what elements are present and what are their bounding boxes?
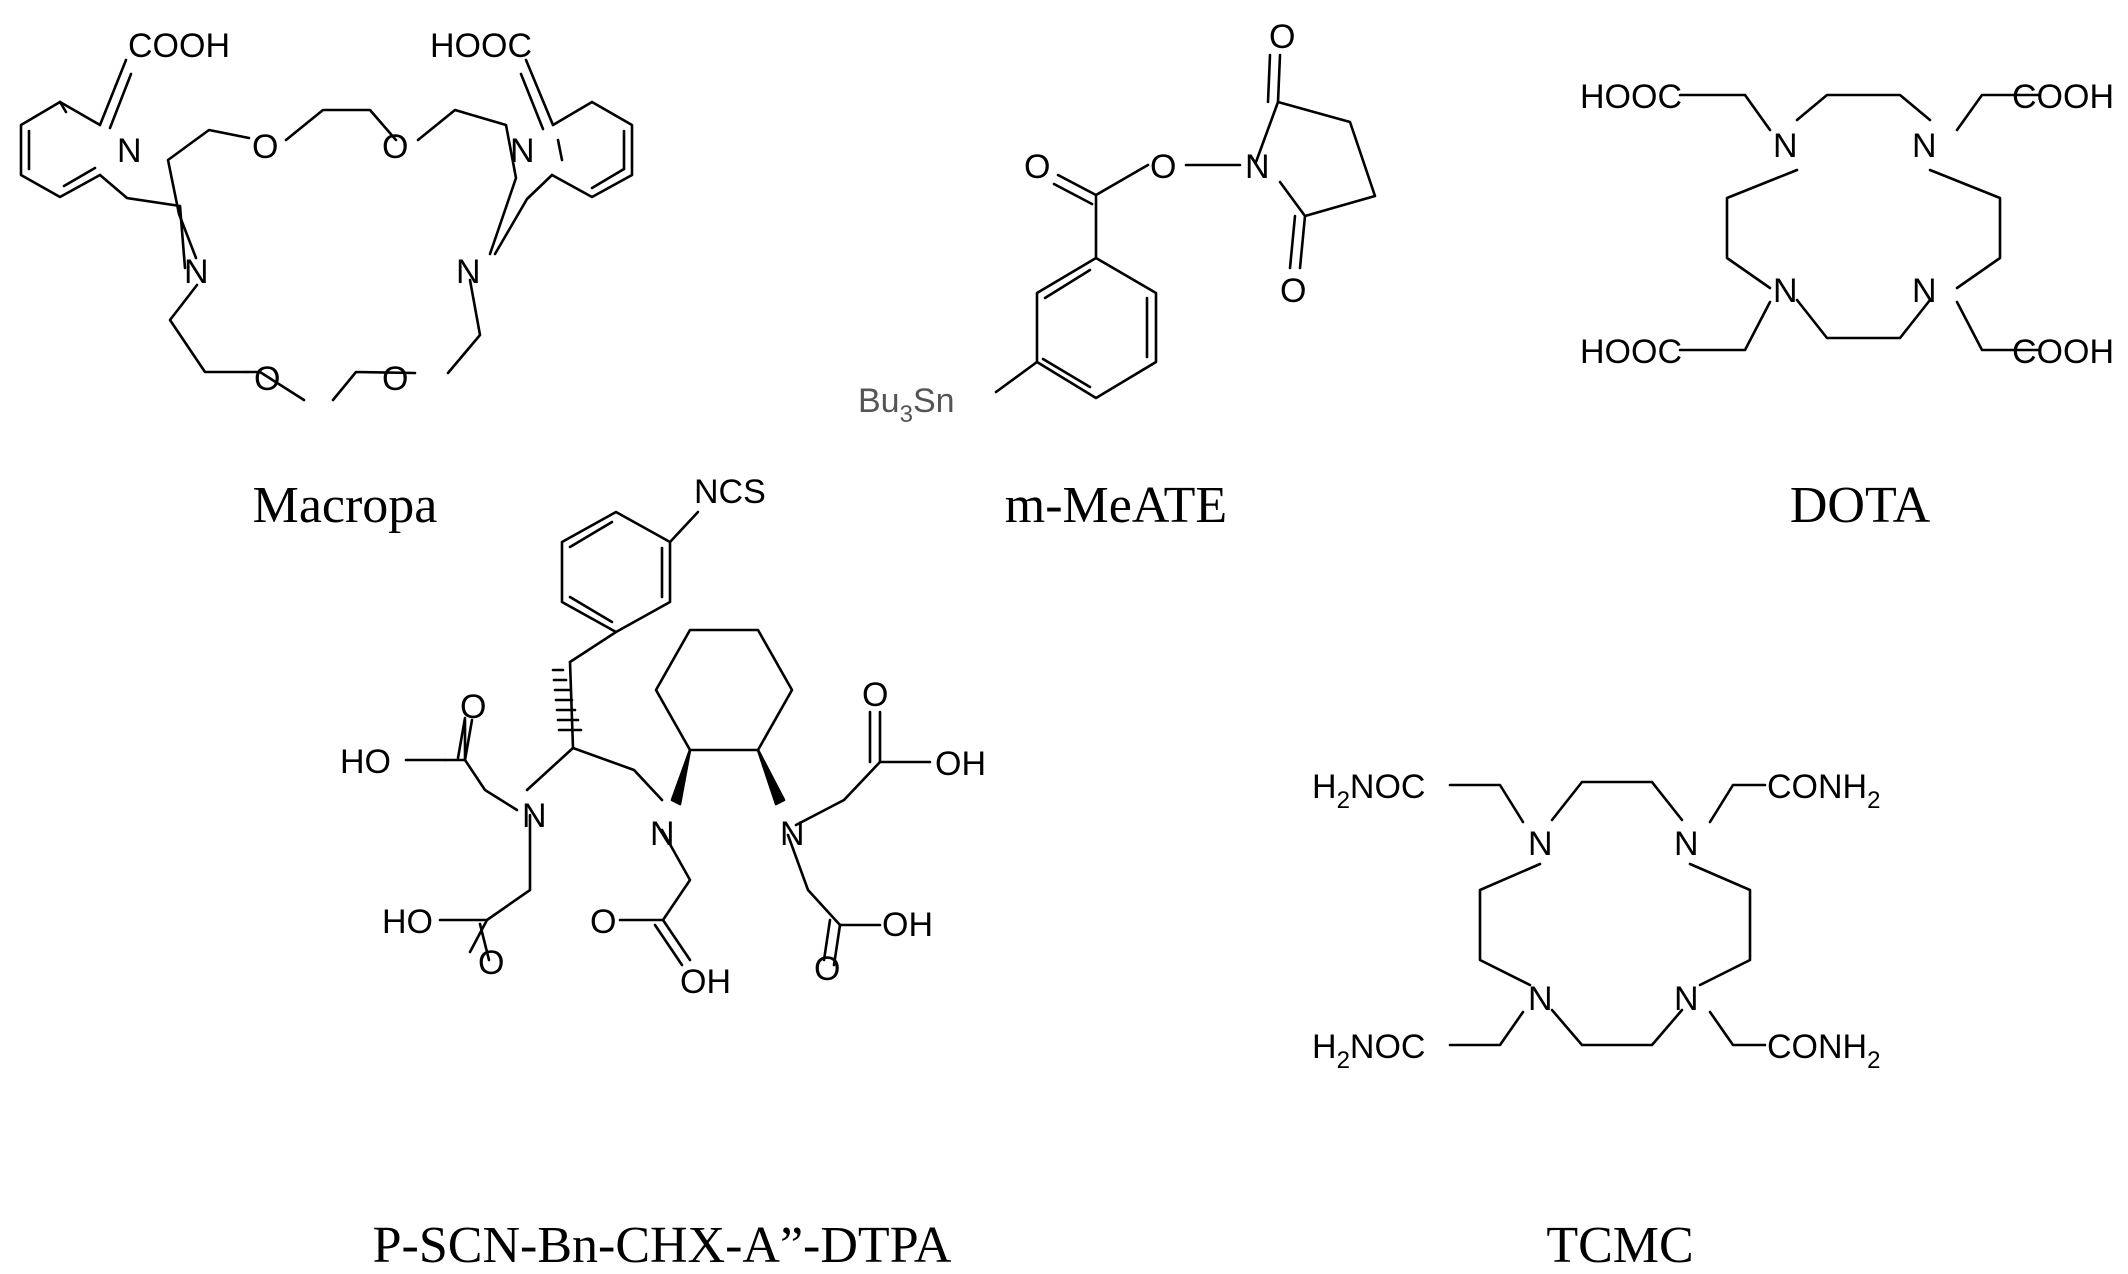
mmeate-tributyltin: Bu3Sn — [858, 382, 955, 428]
caption-macropa: Macropa — [253, 477, 438, 534]
macropa-cooh-left: COOH — [128, 27, 230, 65]
dtpa-n-center: N — [650, 815, 675, 853]
structure-dtpa: NCS O HO N HO O N O OH N O OH OH O — [340, 473, 986, 1001]
macropa-cooh-right: HOOC — [430, 27, 532, 65]
tcmc-h2noc-top-left: H2NOC — [1312, 768, 1425, 814]
caption-dtpa: P-SCN-Bn-CHX-A”-DTPA — [373, 1217, 952, 1274]
caption-dota: DOTA — [1790, 477, 1931, 534]
macropa-pyridine-n-right: N — [510, 132, 535, 170]
dota-hooc-top-left: HOOC — [1580, 78, 1682, 116]
tcmc-conh2-bottom-right: CONH2 — [1767, 1028, 1880, 1074]
dota-n-3: N — [1773, 272, 1798, 310]
macropa-pyridine-n-left: N — [117, 132, 142, 170]
structure-dota: HOOC COOH HOOC COOH N N N N — [1580, 78, 2114, 371]
dota-hooc-bottom-left: HOOC — [1580, 333, 1682, 371]
macropa-ether-o-1: O — [252, 128, 278, 166]
structure-mmeate: O O N O O Bu3Sn — [858, 18, 1377, 428]
dtpa-ho-1: HO — [340, 743, 391, 781]
dtpa-ho-2: HO — [382, 903, 433, 941]
tcmc-conh2-top-right: CONH2 — [1767, 768, 1880, 814]
mmeate-carbonyl-o: O — [1024, 148, 1050, 186]
tcmc-n-2: N — [1674, 825, 1699, 863]
dtpa-oh-3: OH — [680, 963, 731, 1001]
tcmc-n-1: N — [1528, 825, 1553, 863]
structure-tcmc: H2NOC CONH2 H2NOC CONH2 N N N N — [1312, 768, 1880, 1074]
dota-n-1: N — [1773, 127, 1798, 165]
dtpa-o-1: O — [460, 688, 486, 726]
tcmc-n-4: N — [1674, 980, 1699, 1018]
dota-cooh-bottom-right: COOH — [2012, 333, 2114, 371]
macropa-ether-o-3: O — [254, 360, 280, 398]
dtpa-o-3: O — [590, 903, 616, 941]
caption-tcmc: TCMC — [1546, 1217, 1693, 1274]
mmeate-n: N — [1245, 148, 1270, 186]
dota-n-4: N — [1912, 272, 1937, 310]
caption-mmeate: m-MeATE — [1005, 477, 1227, 534]
mmeate-imide-o-top: O — [1269, 18, 1295, 56]
structure-macropa: COOH HOOC N N N N O O O O — [19, 27, 634, 402]
tcmc-h2noc-bottom-left: H2NOC — [1312, 1028, 1425, 1074]
dtpa-o-2: O — [478, 944, 504, 982]
dtpa-oh-4: OH — [935, 745, 986, 783]
mmeate-imide-o-bottom: O — [1280, 272, 1306, 310]
macropa-ether-o-2: O — [382, 128, 408, 166]
dtpa-n-left: N — [522, 797, 547, 835]
dota-cooh-top-right: COOH — [2012, 78, 2114, 116]
dtpa-o-4: O — [862, 676, 888, 714]
macropa-amine-n-right: N — [456, 253, 481, 291]
dtpa-o-5: O — [814, 950, 840, 988]
tcmc-n-3: N — [1528, 980, 1553, 1018]
dtpa-oh-5: OH — [882, 906, 933, 944]
macropa-amine-n-left: N — [184, 253, 209, 291]
mmeate-ester-o: O — [1150, 148, 1176, 186]
dtpa-n-right: N — [780, 815, 805, 853]
dtpa-ncs: NCS — [694, 473, 766, 511]
dota-n-2: N — [1912, 127, 1937, 165]
macropa-ether-o-4: O — [382, 360, 408, 398]
